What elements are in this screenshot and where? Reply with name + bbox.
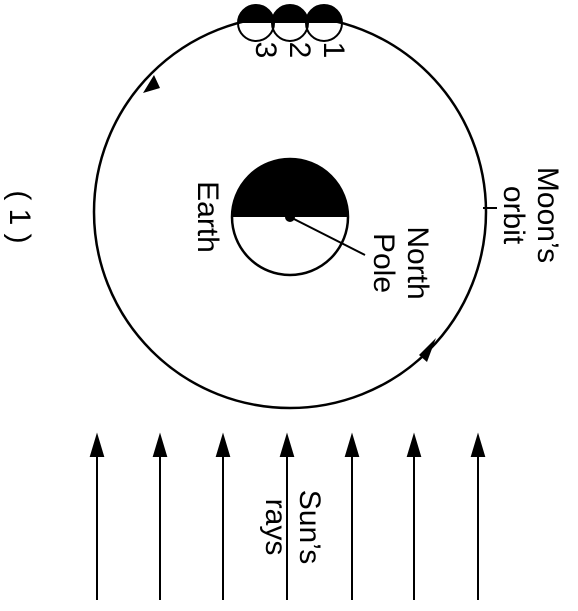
orbit-arrow-lower	[419, 338, 436, 362]
moon-1	[305, 4, 343, 42]
moon-3	[237, 4, 275, 42]
moon-2	[271, 4, 309, 42]
earth-night-side	[232, 159, 348, 217]
label-north-pole-1: North	[401, 226, 434, 299]
moon-number-3: 3	[249, 42, 282, 59]
orbit-arrow-upper	[143, 75, 160, 93]
moon-number-1: 1	[317, 42, 350, 59]
label-orbit-2: orbit	[497, 186, 530, 245]
moon-number-2: 2	[283, 42, 316, 59]
figure-label: ( 1 )	[3, 190, 36, 243]
label-sun-rays-2: rays	[259, 499, 292, 556]
label-sun-rays-1: Sun’s	[293, 490, 326, 565]
label-earth: Earth	[191, 181, 224, 253]
north-pole-leader	[289, 216, 366, 256]
earth-day-side	[232, 217, 348, 275]
label-orbit-1: Moon’s	[531, 167, 564, 263]
label-north-pole-2: Pole	[367, 233, 400, 293]
sun-rays	[89, 432, 486, 600]
